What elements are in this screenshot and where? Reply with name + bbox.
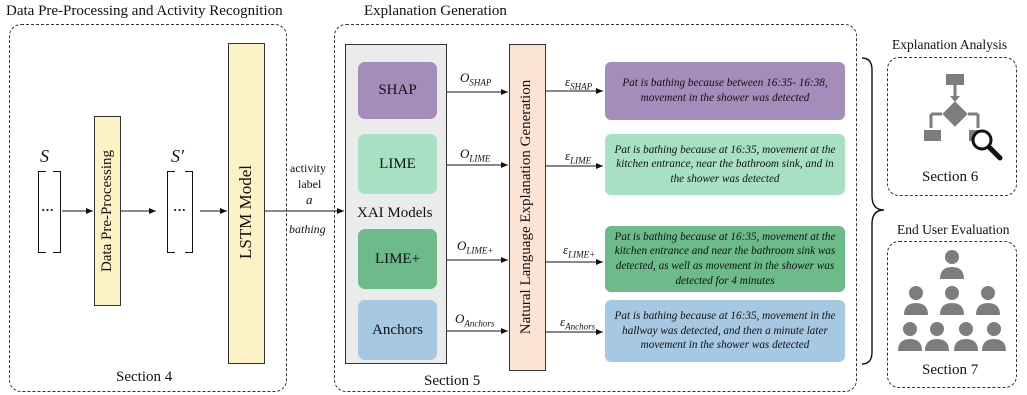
input-symbol: S: [40, 146, 49, 166]
eps-anchors-sub: Anchors: [565, 321, 596, 332]
output-lime-var: O: [460, 146, 470, 161]
section-7-label: Section 7: [922, 362, 979, 378]
person-icon: [904, 286, 928, 315]
output-anchors-sub: Anchors: [464, 318, 495, 329]
person-icon: [940, 250, 964, 279]
eps-anchors-var: ε: [560, 314, 566, 329]
eps-shap-var: ε: [565, 74, 571, 89]
nlg-label: Natural Language Explanation Generation: [518, 79, 534, 335]
eps-lime-sub: LIME: [570, 155, 592, 166]
model-shap-label: SHAP: [378, 82, 417, 98]
processed-bracket-left: [167, 171, 175, 253]
explanation-anchors: Pat is bathing because at 16:35, movemen…: [605, 300, 845, 362]
person-icon: [940, 286, 964, 315]
explanation-lime: Pat is bathing because at 16:35, movemen…: [605, 134, 845, 195]
eps-lime-var: ε: [565, 148, 571, 163]
processed-bracket-right: [185, 171, 193, 253]
preprocessing-title: Data Pre-Processing and Activity Recogni…: [6, 3, 283, 19]
person-icon: [925, 322, 949, 351]
output-lime-sub: LIME: [469, 153, 491, 164]
section-5-label: Section 5: [424, 373, 481, 389]
output-shap-var: O: [460, 70, 470, 85]
model-anchors: Anchors: [358, 300, 437, 360]
curly-brace: [861, 57, 885, 365]
model-shap: SHAP: [358, 62, 437, 119]
explanation-shap: Pat is bathing because between 16:35- 16…: [605, 62, 845, 120]
eps-lime-plus-sub: LIME+: [568, 249, 596, 260]
model-lime-plus-label: LIME+: [374, 250, 421, 267]
generation-title: Explanation Generation: [364, 3, 507, 19]
lstm-box: [228, 43, 265, 364]
preprocessing-label: Data Pre-Processing: [99, 149, 115, 273]
processed-ellipsis: ···: [173, 202, 187, 217]
preprocessing-frame: [9, 24, 287, 392]
processed-symbol: S′: [171, 146, 184, 166]
eps-shap-sub: SHAP: [570, 81, 593, 92]
output-anchors-var: O: [455, 311, 465, 326]
input-ellipsis: ···: [41, 202, 55, 217]
evaluation-title: End User Evaluation: [897, 222, 1010, 237]
person-icon: [982, 322, 1006, 351]
person-icon: [898, 322, 922, 351]
analysis-title: Explanation Analysis: [892, 37, 1008, 52]
flowchart-search-icon: [924, 74, 1003, 161]
eps-shap-symbol: εSHAP: [565, 74, 592, 92]
section-6-label: Section 6: [922, 169, 979, 185]
lstm-label: LSTM Model: [236, 165, 255, 259]
model-lime: LIME: [358, 134, 437, 194]
activity-variable: a: [306, 192, 313, 207]
user-group-icon: [898, 250, 1006, 351]
input-bracket-right: [53, 171, 61, 253]
model-anchors-label: Anchors: [372, 321, 423, 338]
generation-frame: [334, 24, 857, 392]
output-lime-plus-sub: LIME+: [466, 245, 494, 256]
output-lime-plus-var: O: [457, 238, 467, 253]
input-bracket-left: [38, 171, 46, 253]
person-icon: [954, 322, 978, 351]
analysis-frame: [887, 57, 1017, 196]
section-4-label: Section 4: [116, 369, 173, 385]
evaluation-frame: [887, 241, 1017, 388]
activity-value: bathing: [289, 222, 326, 236]
output-shap-sub: SHAP: [469, 77, 492, 88]
activity-label-line-2: label: [298, 177, 322, 191]
nlg-box: [509, 44, 546, 371]
xai-models-label: XAI Models: [357, 205, 433, 221]
preprocessing-box: [94, 116, 121, 306]
eps-anchors-symbol: εAnchors: [560, 314, 595, 332]
output-anchors-symbol: OAnchors: [455, 311, 494, 329]
output-lime-plus-symbol: OLIME+: [457, 238, 493, 256]
eps-lime-plus-var: ε: [563, 242, 569, 257]
person-icon: [976, 286, 1000, 315]
explanation-lime-plus: Pat is bathing because at 16:35, movemen…: [605, 226, 845, 292]
activity-label-line-1: activity: [290, 161, 326, 175]
model-lime-label: LIME: [379, 155, 416, 172]
output-lime-symbol: OLIME: [460, 146, 490, 164]
output-shap-symbol: OSHAP: [460, 70, 491, 88]
eps-lime-plus-symbol: εLIME+: [563, 242, 595, 260]
eps-lime-symbol: εLIME: [565, 148, 591, 166]
model-lime-plus: LIME+: [358, 229, 437, 289]
